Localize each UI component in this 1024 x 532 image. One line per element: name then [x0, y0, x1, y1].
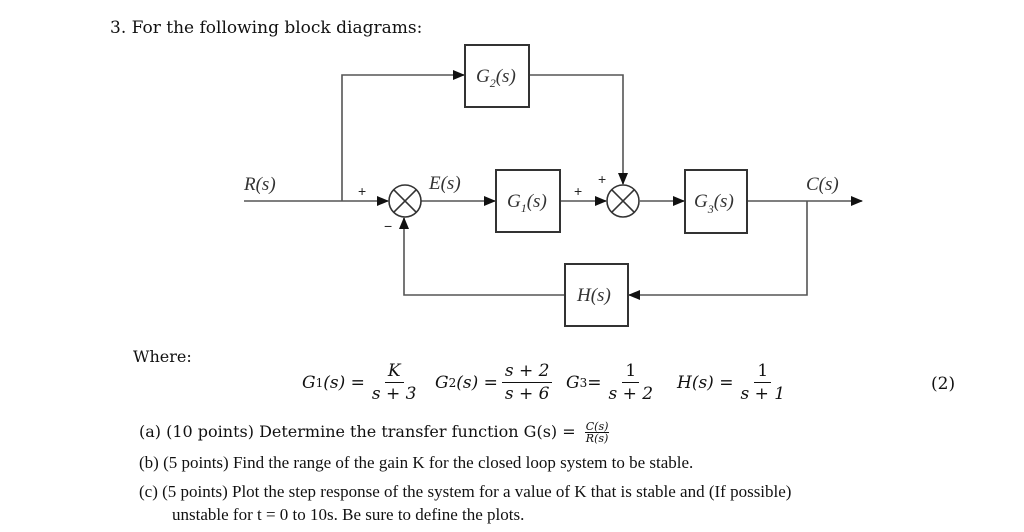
eq-g1-name: G — [302, 372, 316, 393]
problem-title: 3. For the following block diagrams: — [110, 18, 423, 38]
junction2-plus-top-sign: + — [598, 171, 606, 187]
g3-block-label: G3(s) — [694, 191, 734, 216]
eq-g2-den: s + 6 — [504, 384, 550, 404]
eq-g2-arg: (s) = — [456, 372, 498, 393]
eq-g1-sub: 1 — [315, 375, 324, 390]
feedback-line-to-h — [628, 201, 808, 300]
g1-block-label: G1(s) — [507, 191, 547, 215]
eq-h-num: 1 — [754, 362, 772, 383]
equation-number: (2) — [931, 374, 956, 394]
question-a-frac-num: C(s) — [584, 420, 610, 433]
g2-block-label: G2(s) — [476, 66, 516, 90]
eq-g3-sub: 3 — [579, 375, 588, 390]
question-a-text: (a) (10 points) Determine the transfer f… — [139, 422, 576, 441]
block-diagram: G2(s) G1(s) G3(s) H(s) R(s) E(s) C(s) + … — [243, 44, 863, 327]
junction1-minus-sign: − — [384, 218, 392, 234]
g2-block — [464, 44, 530, 108]
eq-g3-arg: = — [587, 372, 602, 393]
where-label: Where: — [133, 347, 192, 366]
eq-g3-name: G — [566, 372, 580, 393]
g1-block — [495, 169, 561, 233]
error-signal-label: E(s) — [428, 173, 461, 194]
question-b: (b) (5 points) Find the range of the gai… — [139, 453, 694, 472]
feedback-line-to-sum — [399, 217, 565, 296]
feedforward-branch-line — [341, 70, 465, 201]
question-a-frac-den: R(s) — [585, 432, 609, 445]
h-block-label: H(s) — [576, 285, 611, 306]
question-a-fraction: C(s)R(s) — [584, 420, 610, 445]
summing-junction-1 — [388, 184, 422, 218]
eq-g2-sub: 2 — [448, 375, 457, 390]
eq-g2-num: s + 2 — [501, 362, 553, 383]
h-block — [564, 263, 629, 327]
eq-g1-num: K — [384, 362, 404, 383]
eq-g3-num: 1 — [622, 362, 640, 383]
summing-junction-2 — [606, 184, 640, 218]
junction1-plus-sign: + — [358, 183, 366, 199]
eq-g1-den: s + 3 — [371, 384, 417, 404]
output-signal-label: C(s) — [806, 174, 839, 195]
g3-block — [684, 169, 748, 234]
question-a: (a) (10 points) Determine the transfer f… — [139, 420, 610, 445]
question-c-line1: (c) (5 points) Plot the step response of… — [139, 482, 792, 501]
junction2-plus-left-sign: + — [574, 183, 582, 199]
eq-g1-arg: (s) = — [323, 372, 365, 393]
question-c-line2: unstable for t = 0 to 10s. Be sure to de… — [172, 505, 525, 524]
g2-output-line — [530, 74, 628, 185]
eq-g2-name: G — [435, 372, 449, 393]
eq-h-den: s + 1 — [740, 384, 786, 404]
eq-h-arg: (s) = — [691, 372, 734, 393]
eq-h-name: H — [677, 372, 692, 393]
eq-g3-den: s + 2 — [608, 384, 654, 404]
input-signal-label: R(s) — [243, 174, 276, 195]
